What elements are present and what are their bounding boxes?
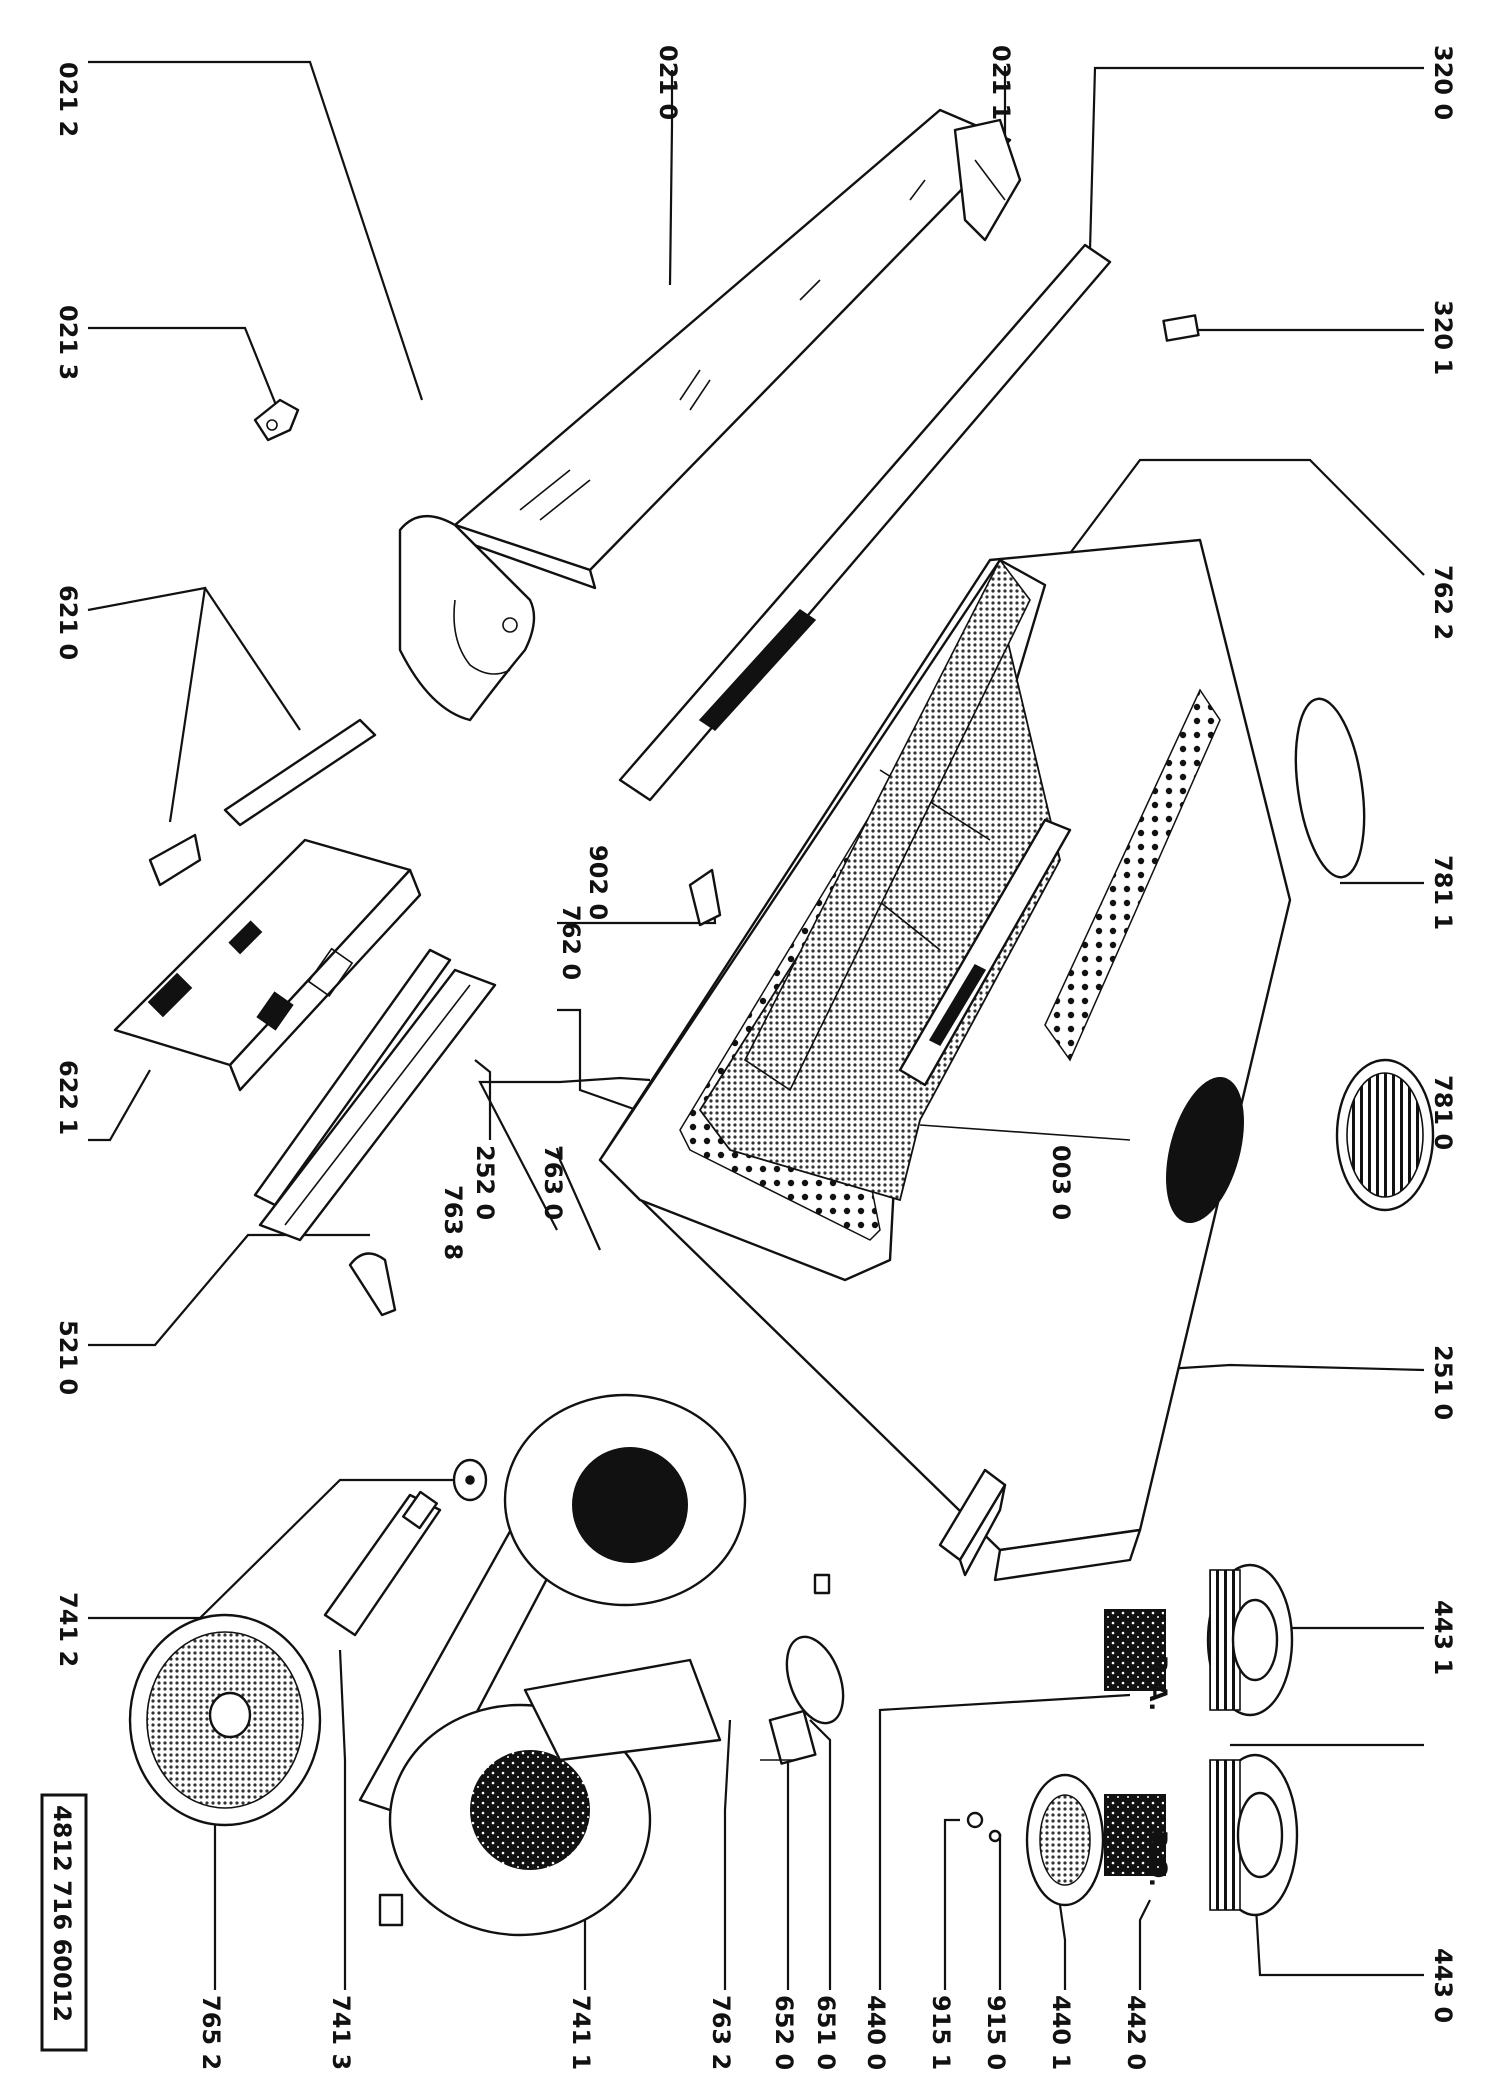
callout-9151: 915 1	[927, 1995, 955, 2070]
control-strip-part	[898, 818, 1072, 1087]
charcoal-filter-part	[128, 1613, 322, 1827]
motor-ro-part	[1209, 1753, 1299, 1917]
callout-4420: 442 0	[1122, 1995, 1150, 2070]
callout-7811: 781 1	[1429, 855, 1457, 930]
callout-7411: 741 1	[567, 1995, 595, 2070]
callout-6520: 652 0	[770, 1995, 798, 2070]
callout-0210: 021 0	[654, 45, 682, 120]
screw-part	[966, 1811, 1002, 1843]
lamp-bulb-part	[785, 1635, 845, 1725]
clip-part	[688, 868, 722, 927]
callout-0030: 003 0	[1047, 1145, 1075, 1220]
callout-3201: 320 1	[1429, 300, 1457, 375]
variant-label-ro: R.O.	[1144, 1830, 1172, 1887]
rail-part	[258, 968, 497, 1242]
callout-9150: 915 0	[982, 1995, 1010, 2070]
switch-block-ro-part	[1104, 1794, 1166, 1876]
callout-7638: 763 8	[439, 1185, 467, 1260]
callout-4401: 440 1	[1047, 1995, 1075, 2070]
callout-7620: 762 0	[557, 905, 585, 980]
side-bracket-part	[938, 1468, 1007, 1577]
callout-7632: 763 2	[707, 1995, 735, 2070]
callout-labels: 021 2 021 0 021 1 320 0 021 3 320 1 621 …	[54, 45, 1457, 2070]
side-rail-part	[148, 718, 377, 887]
callout-4431: 443 1	[1429, 1600, 1457, 1675]
grease-filter-part	[743, 558, 1031, 1092]
callout-7413: 741 3	[327, 1995, 355, 2070]
callout-2510: 251 0	[1429, 1345, 1457, 1420]
callout-4400: 440 0	[862, 1995, 890, 2070]
callout-6221: 622 1	[54, 1060, 82, 1135]
callout-0213: 021 3	[54, 305, 82, 380]
callout-0211: 021 1	[987, 45, 1015, 120]
callout-9020: 902 0	[584, 845, 612, 920]
control-box-part	[113, 838, 422, 1092]
callout-0212: 021 2	[54, 62, 82, 137]
small-pin-part	[378, 1573, 831, 1927]
small-clip-part	[253, 398, 300, 442]
capacitor-part	[323, 1490, 442, 1637]
callout-7652: 765 2	[197, 1995, 225, 2070]
switch-block-ra-part	[1104, 1609, 1166, 1691]
callout-7630: 763 0	[539, 1145, 567, 1220]
lamp-lens-part	[1294, 697, 1366, 879]
callout-3200: 320 0	[1429, 45, 1457, 120]
switch-assembly-part	[253, 947, 452, 1207]
glass-panel-part	[453, 108, 1012, 590]
washer-part	[452, 1458, 488, 1502]
hook-part	[348, 1252, 397, 1317]
callout-6210: 621 0	[54, 585, 82, 660]
handle-end-cap-part	[398, 514, 536, 722]
small-switch-part	[1162, 314, 1200, 342]
document-number: 4812 716 60012	[48, 1805, 76, 2022]
grille-disc-part	[1025, 1773, 1105, 1907]
lamp-cover-part	[1335, 1058, 1435, 1212]
end-bracket-part	[953, 118, 1022, 242]
callout-7412: 741 2	[54, 1592, 82, 1667]
lamp-holder-part	[760, 1709, 817, 1765]
front-strip-part	[618, 243, 1112, 802]
document-number-box: 4812 716 60012	[40, 1793, 88, 2052]
fan-housing-part	[358, 1393, 747, 1937]
callout-4430: 443 0	[1429, 1948, 1457, 2023]
callout-2520: 252 0	[471, 1145, 499, 1220]
motor-ra-part	[1206, 1563, 1294, 1717]
callout-6510: 651 0	[812, 1995, 840, 2070]
callout-7810: 781 0	[1429, 1075, 1457, 1150]
callout-5210: 521 0	[54, 1320, 82, 1395]
variant-label-ra: R.A.	[1144, 1655, 1172, 1711]
callout-7622: 762 2	[1429, 565, 1457, 640]
